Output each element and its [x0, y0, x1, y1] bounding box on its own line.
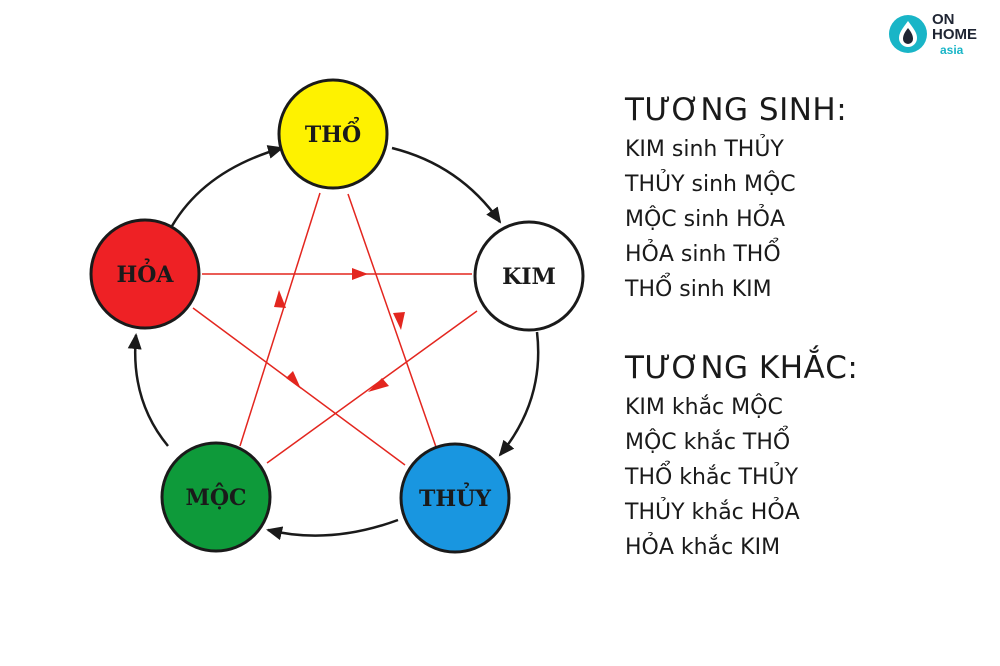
moc-circle — [160, 441, 272, 553]
thuy-label: THỦY — [419, 482, 491, 512]
element-kim: KIM — [473, 220, 585, 332]
tuong-khac-legend: TƯƠNG KHẮC: KIM khắc MỘC MỘC khắc THỔ TH… — [625, 350, 858, 565]
cycle-arrow-thuy-moc — [266, 518, 399, 541]
cycle-arrow-kim-thuy — [498, 331, 540, 457]
star-line-thuy-hoa — [192, 307, 406, 466]
tuong-sinh-item: MỘC sinh HỎA — [625, 207, 786, 232]
tuong-khac-title: TƯƠNG KHẮC: — [625, 350, 859, 386]
star-line-hoa-kim — [202, 268, 472, 280]
element-tho: THỔ — [277, 78, 389, 190]
cycle-arrow-tho-kim — [391, 146, 502, 224]
logo-wordmark: ON HOME — [932, 12, 977, 42]
star-line-moc-tho — [239, 192, 321, 447]
element-moc: MỘC — [160, 441, 272, 553]
logo-line-1: ON — [932, 11, 955, 28]
star-line-tho-thuy — [347, 193, 437, 448]
tuong-sinh-item: THỦY sinh MỘC — [625, 172, 796, 197]
tuong-khac-item: THỔ khắc THỦY — [625, 465, 799, 490]
kim-label: KIM — [502, 264, 556, 290]
tuong-khac-item: KIM khắc MỘC — [625, 395, 783, 420]
cycle-arrow-hoa-tho — [170, 145, 284, 227]
logo-sub: asia — [940, 43, 964, 57]
tuong-khac-item: MỘC khắc THỔ — [625, 430, 791, 455]
water-drop-icon — [889, 15, 927, 53]
tuong-khac-item: HỎA khắc KIM — [625, 535, 781, 560]
tuong-sinh-item: THỔ sinh KIM — [625, 277, 772, 302]
thuy-circle — [399, 442, 511, 554]
five-elements-diagram: THỔ KIM THỦY MỘC HỎA — [89, 78, 585, 554]
tuong-sinh-title: TƯƠNG SINH: — [625, 92, 848, 128]
element-hoa: HỎA — [89, 218, 201, 330]
tho-circle — [277, 78, 389, 190]
kim-circle — [473, 220, 585, 332]
tho-label: THỔ — [305, 116, 361, 148]
tuong-khac-item: THỦY khắc HỎA — [625, 500, 800, 525]
hoa-circle — [89, 218, 201, 330]
moc-label: MỘC — [185, 483, 246, 511]
star-line-kim-moc — [266, 310, 478, 464]
hoa-label: HỎA — [116, 258, 174, 288]
cycle-arrow-moc-hoa — [127, 333, 169, 447]
element-thuy: THỦY — [399, 442, 511, 554]
tuong-sinh-item: HỎA sinh THỔ — [625, 242, 781, 267]
onhome-logo: ON HOME asia — [888, 12, 988, 58]
tuong-sinh-legend: TƯƠNG SINH: KIM sinh THỦY THỦY sinh MỘC … — [625, 92, 847, 307]
logo-line-2: HOME — [932, 26, 977, 43]
tuong-sinh-item: KIM sinh THỦY — [625, 137, 784, 162]
